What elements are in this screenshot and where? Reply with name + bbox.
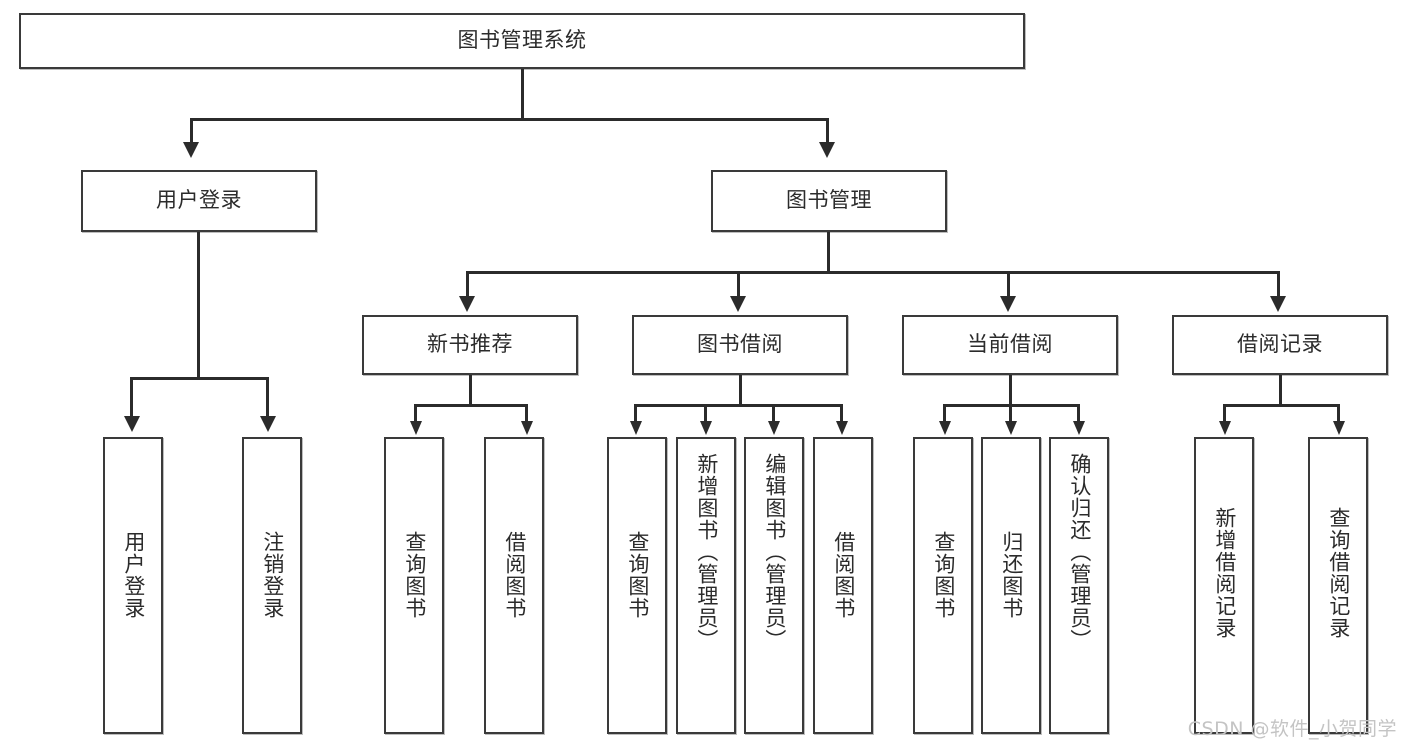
arrowhead-br-child-2 — [1333, 421, 1345, 435]
connector-nbr-bus — [414, 404, 528, 407]
leaf-current-borrow-query-book[interactable]: 查询图书 — [913, 437, 973, 734]
leaf-user-login-login[interactable]: 用户登录 — [103, 437, 163, 734]
connector-cb-child-2 — [1009, 404, 1012, 423]
node-label: 图书管理 — [786, 188, 872, 213]
leaf-label: 借阅图书 — [502, 531, 527, 619]
node-label: 借阅记录 — [1237, 332, 1323, 357]
connector-bb-bus — [634, 404, 842, 407]
leaf-borrow-record-add-record[interactable]: 新增借阅记录 — [1194, 437, 1254, 734]
connector-book-manage-stem — [827, 232, 830, 274]
connector-br-child-1 — [1223, 404, 1226, 423]
leaf-user-login-logout[interactable]: 注销登录 — [242, 437, 302, 734]
connector-user-login-bus — [130, 377, 268, 380]
connector-bb-child-1 — [634, 404, 637, 423]
node-label: 用户登录 — [156, 188, 242, 213]
leaf-label: 用户登录 — [121, 531, 146, 619]
leaf-label: 查询借阅记录 — [1326, 507, 1351, 639]
node-user-login[interactable]: 用户登录 — [81, 170, 317, 232]
arrowhead-bm-child-1 — [459, 296, 475, 312]
connector-bm-child-3 — [1007, 271, 1010, 298]
arrowhead-bm-child-2 — [730, 296, 746, 312]
arrowhead-bb-child-2 — [700, 421, 712, 435]
leaf-borrow-record-query-record[interactable]: 查询借阅记录 — [1308, 437, 1368, 734]
node-book-manage[interactable]: 图书管理 — [711, 170, 947, 232]
arrowhead-bb-child-4 — [836, 421, 848, 435]
node-book-borrow[interactable]: 图书借阅 — [632, 315, 848, 375]
arrowhead-cb-child-1 — [939, 421, 951, 435]
connector-cb-child-1 — [943, 404, 946, 423]
connector-bb-child-2 — [704, 404, 707, 423]
leaf-label: 注销登录 — [260, 531, 285, 619]
node-new-book-recommend[interactable]: 新书推荐 — [362, 315, 578, 375]
connector-root-stem — [521, 69, 524, 119]
arrowhead-nbr-child-1 — [410, 421, 422, 435]
connector-nbr-stem — [469, 375, 472, 406]
arrowhead-bm-child-4 — [1270, 296, 1286, 312]
arrowhead-user-login — [183, 142, 199, 158]
connector-bb-stem — [739, 375, 742, 406]
arrowhead-cb-child-2 — [1005, 421, 1017, 435]
leaf-label: 归还图书 — [999, 531, 1024, 619]
connector-book-manage-bus — [466, 271, 1280, 274]
arrowhead-nbr-child-2 — [521, 421, 533, 435]
connector-user-login-stem — [197, 232, 200, 380]
arrowhead-br-child-1 — [1219, 421, 1231, 435]
connector-cb-stem — [1009, 375, 1012, 406]
leaf-book-borrow-borrow-book[interactable]: 借阅图书 — [813, 437, 873, 734]
leaf-label: 新增借阅记录 — [1212, 507, 1237, 639]
leaf-label: 确认归还（管理员） — [1067, 453, 1092, 651]
connector-bm-child-4 — [1277, 271, 1280, 298]
node-label: 当前借阅 — [967, 332, 1053, 357]
node-label: 新书推荐 — [427, 332, 513, 357]
arrowhead-user-login-child-1 — [124, 416, 140, 432]
arrowhead-bb-child-1 — [630, 421, 642, 435]
leaf-book-borrow-edit-book[interactable]: 编辑图书（管理员） — [744, 437, 804, 734]
connector-br-bus — [1223, 404, 1340, 407]
leaf-label: 查询图书 — [931, 531, 956, 619]
connector-bb-child-4 — [840, 404, 843, 423]
connector-cb-child-3 — [1077, 404, 1080, 423]
arrowhead-book-manage — [819, 142, 835, 158]
leaf-new-book-query-book[interactable]: 查询图书 — [384, 437, 444, 734]
leaf-book-borrow-add-book[interactable]: 新增图书（管理员） — [676, 437, 736, 734]
connector-root-to-user-login — [190, 118, 193, 144]
node-label: 图书管理系统 — [457, 28, 587, 53]
connector-br-child-2 — [1337, 404, 1340, 423]
connector-user-login-child-2 — [266, 377, 269, 418]
connector-root-to-book-manage — [826, 118, 829, 144]
leaf-label: 查询图书 — [625, 531, 650, 619]
node-label: 图书借阅 — [697, 332, 783, 357]
arrowhead-user-login-child-2 — [260, 416, 276, 432]
connector-nbr-child-1 — [414, 404, 417, 423]
leaf-label: 编辑图书（管理员） — [762, 453, 787, 651]
arrowhead-bm-child-3 — [1000, 296, 1016, 312]
leaf-label: 借阅图书 — [831, 531, 856, 619]
node-current-borrow[interactable]: 当前借阅 — [902, 315, 1118, 375]
leaf-book-borrow-query-book[interactable]: 查询图书 — [607, 437, 667, 734]
connector-bm-child-1 — [466, 271, 469, 298]
node-root-system[interactable]: 图书管理系统 — [19, 13, 1025, 69]
connector-root-bus — [190, 118, 828, 121]
connector-nbr-child-2 — [525, 404, 528, 423]
leaf-current-borrow-return-book[interactable]: 归还图书 — [981, 437, 1041, 734]
node-borrow-record[interactable]: 借阅记录 — [1172, 315, 1388, 375]
connector-bm-child-2 — [737, 271, 740, 298]
arrowhead-cb-child-3 — [1073, 421, 1085, 435]
leaf-current-borrow-confirm-return[interactable]: 确认归还（管理员） — [1049, 437, 1109, 734]
leaf-label: 新增图书（管理员） — [694, 453, 719, 651]
connector-br-stem — [1279, 375, 1282, 406]
leaf-new-book-borrow-book[interactable]: 借阅图书 — [484, 437, 544, 734]
connector-user-login-child-1 — [130, 377, 133, 418]
arrowhead-bb-child-3 — [768, 421, 780, 435]
leaf-label: 查询图书 — [402, 531, 427, 619]
connector-bb-child-3 — [772, 404, 775, 423]
